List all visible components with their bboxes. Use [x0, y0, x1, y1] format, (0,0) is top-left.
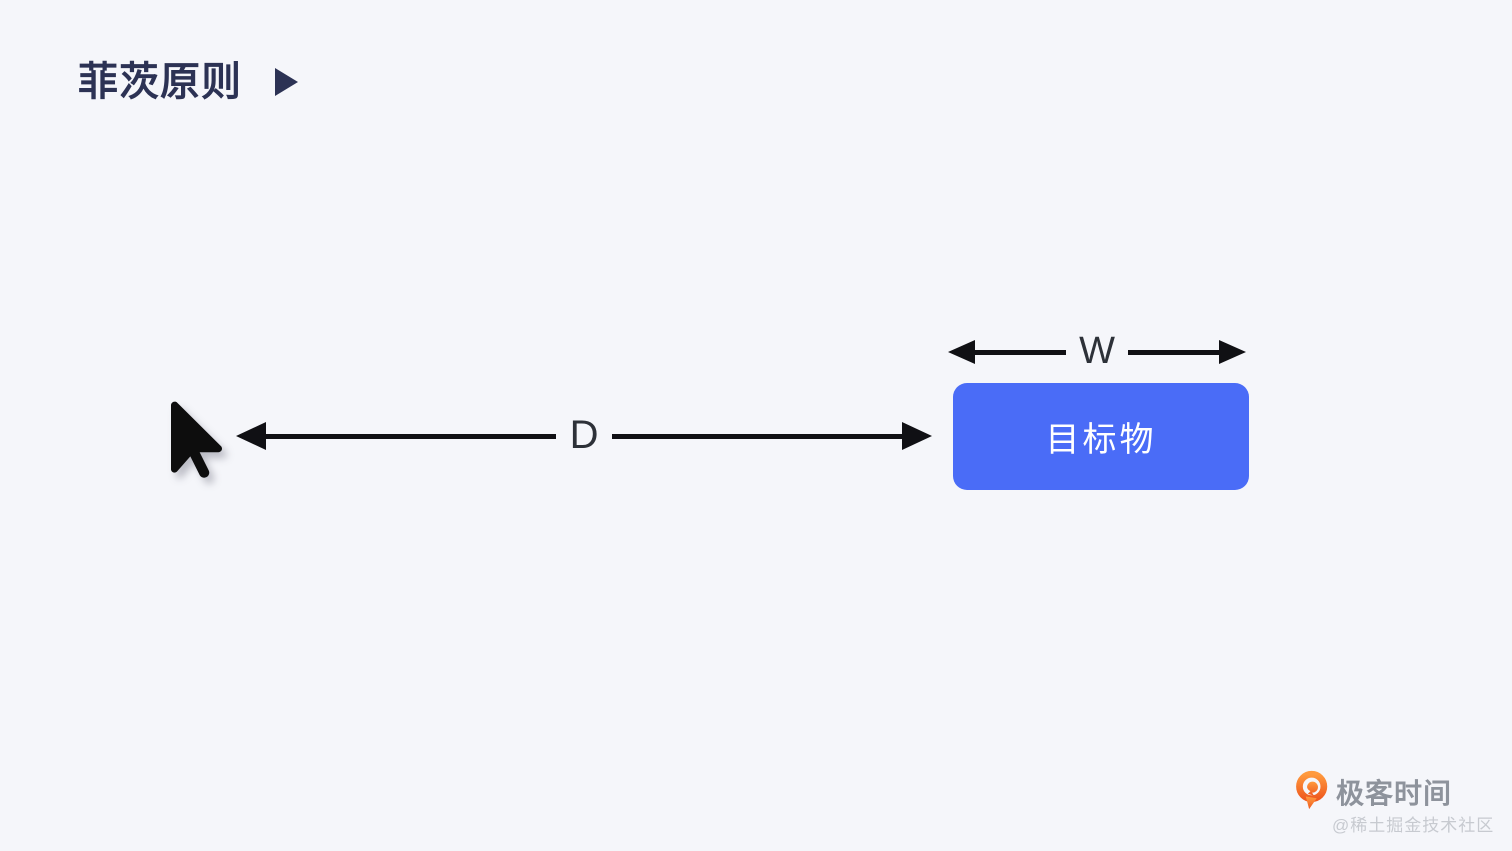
play-triangle-icon: [275, 68, 298, 96]
arrow-shaft: [612, 433, 903, 439]
logo-inner-glyph: [1307, 781, 1318, 796]
arrow-shaft: [975, 349, 1067, 355]
target-label: 目标物: [1045, 421, 1157, 459]
width-label: W: [1079, 330, 1115, 372]
arrowhead-right-icon: [1219, 340, 1246, 364]
arrowhead-left-icon: [236, 422, 266, 450]
mouse-cursor-icon: [171, 401, 222, 478]
arrow-shaft: [1127, 349, 1219, 355]
width-arrow: W: [948, 332, 1246, 370]
geektime-logo-icon: [1296, 770, 1328, 810]
logo-pin-tail: [1305, 796, 1317, 810]
distance-label: D: [569, 413, 599, 457]
distance-arrow: D: [236, 415, 933, 455]
cursor-shape: [171, 401, 222, 478]
target-box: 目标物: [953, 383, 1249, 490]
watermark: 极客时间 @稀土掘金技术社区: [1294, 769, 1494, 838]
title-row: 菲茨原则: [78, 58, 298, 106]
community-handle: @稀土掘金技术社区: [1332, 816, 1495, 835]
brand-row: 极客时间: [1294, 769, 1494, 814]
brand-name: 极客时间: [1336, 777, 1453, 809]
arrow-shaft: [266, 433, 556, 439]
arrowhead-right-icon: [902, 422, 933, 450]
arrowhead-left-icon: [948, 340, 975, 364]
page-title: 菲茨原则: [78, 60, 242, 104]
